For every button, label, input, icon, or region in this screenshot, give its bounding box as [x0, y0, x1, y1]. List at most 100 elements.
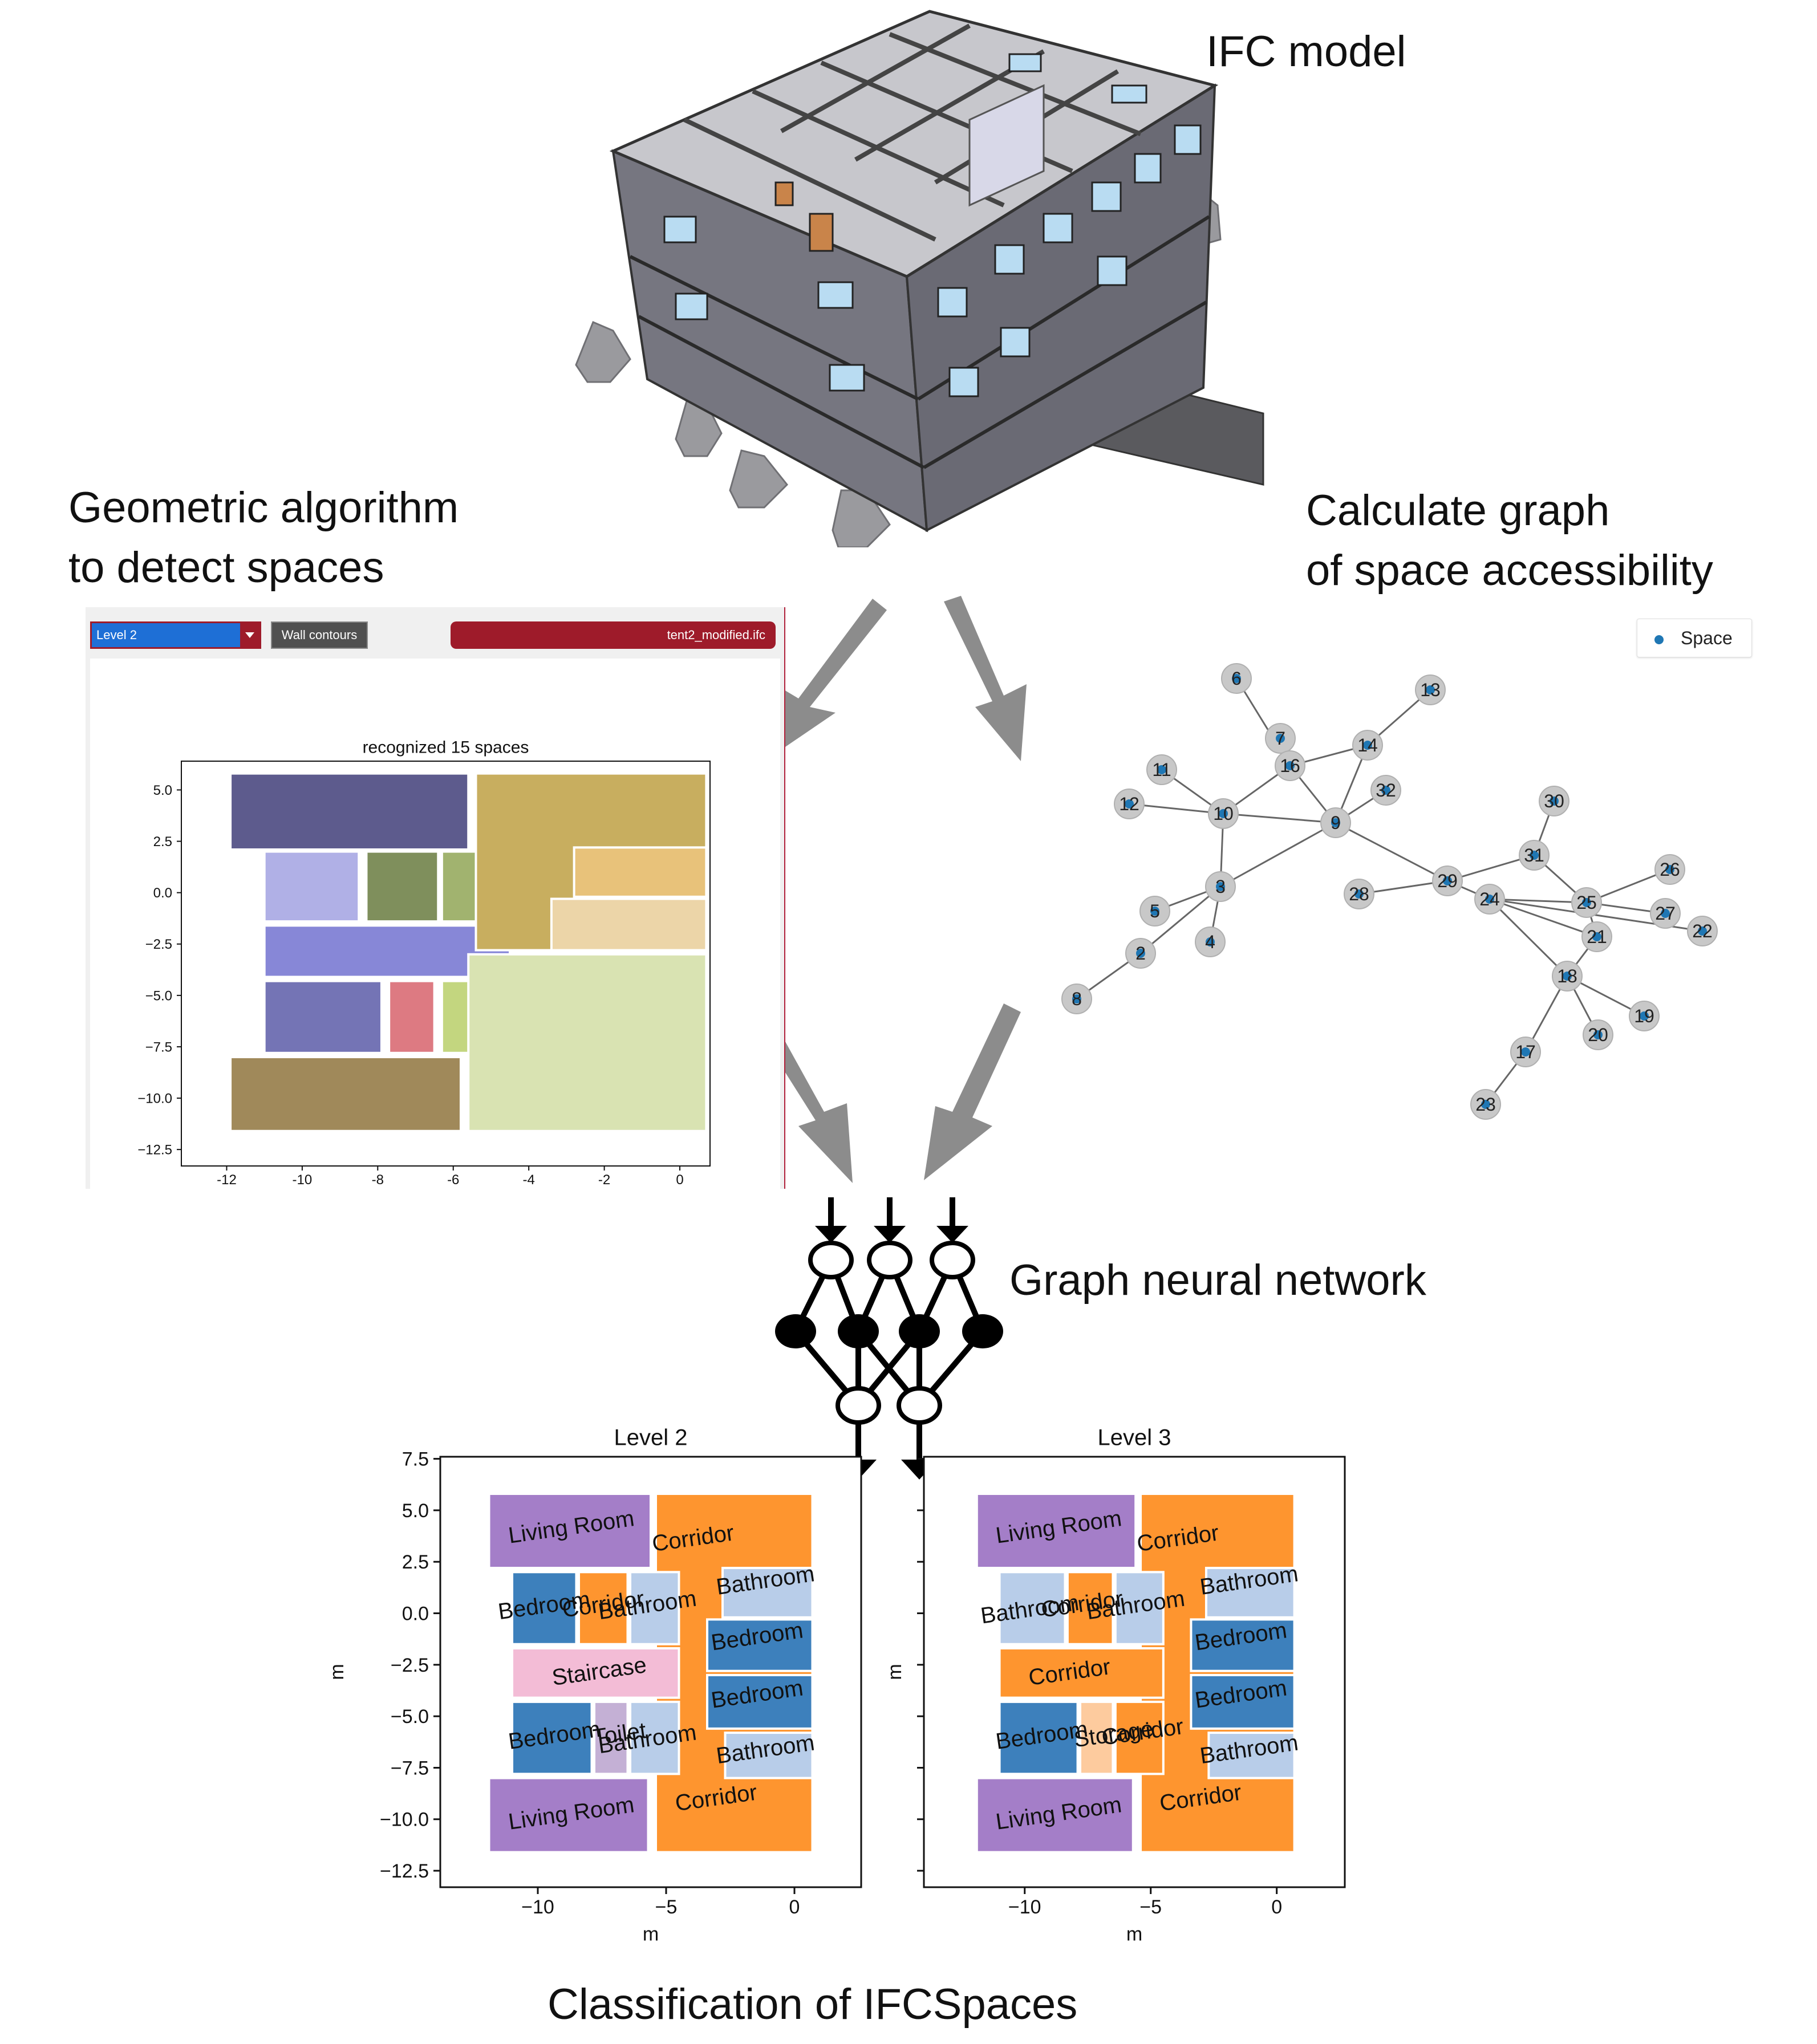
graph-node-marker: [1136, 949, 1145, 958]
space-rect: [578, 1571, 629, 1645]
graph-node-label: 8: [1072, 989, 1082, 1009]
x-tick-label: -6: [447, 1172, 459, 1188]
graph-node-label: 21: [1587, 926, 1607, 947]
legend-label: Space: [1681, 628, 1733, 648]
space-rect: [724, 1732, 814, 1779]
space-rect: [1114, 1700, 1165, 1775]
x-tick-label: -4: [522, 1172, 534, 1188]
space-rect: [229, 1055, 462, 1132]
plot-frame: [439, 1456, 862, 1888]
graph-node-marker: [1216, 882, 1225, 891]
graph-node-label: 7: [1275, 728, 1285, 749]
graph-edge: [1220, 822, 1336, 888]
graph-node-label: 28: [1349, 884, 1369, 904]
geometric-label-line2: to detect spaces: [68, 543, 384, 592]
space-rect: [655, 1493, 814, 1854]
graph-node-marker: [1331, 818, 1340, 827]
y-tick-label: 2.5: [153, 834, 172, 850]
graph-label-line1: Calculate graph: [1306, 486, 1610, 535]
graph-node-marker: [1592, 932, 1601, 941]
gnn-hidden-node: [775, 1314, 816, 1348]
y-axis-label: m: [884, 1664, 906, 1680]
graph-edge: [1489, 898, 1587, 904]
chevron-down-icon[interactable]: [240, 623, 259, 647]
space-rect: [629, 1700, 680, 1775]
space-rect: [998, 1571, 1066, 1645]
space-rect: [263, 850, 360, 923]
arrow-head-icon: [936, 1226, 968, 1243]
plot-frame: [923, 1456, 1346, 1888]
space-rect: [1139, 1493, 1296, 1854]
space-rect: [388, 980, 436, 1054]
geometric-label-line1: Geometric algorithm: [68, 483, 459, 532]
x-tick-label: -12: [217, 1172, 237, 1188]
graph-node-marker: [1072, 994, 1081, 1003]
y-tick-label: −2.5: [145, 937, 172, 952]
x-tick-label: −5: [1139, 1896, 1162, 1918]
gnn-input-node: [867, 1241, 912, 1279]
graph-node-marker: [1285, 761, 1295, 770]
level-select[interactable]: Level 2: [90, 621, 261, 649]
x-tick-label: −5: [655, 1896, 678, 1918]
graph-node-label: 3: [1215, 876, 1226, 897]
plot-frame: [181, 761, 711, 1167]
graph-node-marker: [1530, 851, 1539, 860]
y-tick-label: −5.0: [391, 1706, 429, 1728]
space-rect: [975, 1777, 1134, 1854]
wall-contours-button[interactable]: Wall contours: [271, 621, 368, 649]
graph-node-marker: [1481, 1100, 1490, 1109]
graph-node-marker: [1363, 741, 1372, 750]
graph-node-label: 6: [1231, 668, 1242, 689]
file-button[interactable]: tent2_modified.ifc: [451, 621, 776, 649]
graph-node-label: 4: [1205, 932, 1215, 952]
space-rect: [365, 850, 440, 923]
y-tick-label: 5.0: [153, 783, 172, 798]
graph-node-marker: [1485, 895, 1494, 904]
space-rect: [467, 953, 708, 1132]
graph-node-marker: [1381, 786, 1390, 795]
graph-node-label: 16: [1280, 755, 1300, 776]
arrow-head-icon: [815, 1226, 847, 1243]
graph-edge: [1489, 898, 1597, 938]
x-tick-label: −10: [521, 1896, 554, 1918]
space-detection-app: Level 2 Wall contours tent2_modified.ifc…: [86, 607, 785, 1189]
chart-title: recognized 15 spaces: [363, 738, 529, 757]
space-legend-marker: [1654, 635, 1664, 644]
graph-edge: [1335, 822, 1448, 882]
graph-node-label: 26: [1660, 859, 1680, 880]
graph-node-marker: [1640, 1011, 1649, 1021]
ifc-building-illustration: [575, 10, 1264, 547]
y-tick-label: −7.5: [391, 1757, 429, 1779]
graph-node-marker: [1219, 809, 1228, 818]
gnn-input-node: [808, 1241, 854, 1279]
y-tick-label: −12.5: [380, 1860, 429, 1882]
space-rect: [573, 846, 708, 898]
graph-node-marker: [1661, 909, 1670, 918]
graph-node-marker: [1150, 907, 1159, 916]
graph-node-marker: [1276, 734, 1285, 743]
space-rect: [1066, 1571, 1114, 1645]
gnn-hidden-node: [899, 1314, 940, 1348]
graph-node-label: 12: [1119, 794, 1139, 814]
space-rect: [511, 1647, 680, 1699]
space-rect: [1078, 1700, 1114, 1775]
space-rect: [1190, 1618, 1296, 1672]
space-rect: [263, 980, 383, 1054]
graph-node-marker: [1665, 865, 1674, 874]
chart-title: Level 2: [614, 1425, 688, 1450]
space-rect: [706, 1618, 814, 1672]
x-tick-label: -8: [372, 1172, 384, 1188]
graph-node-label: 13: [1420, 680, 1441, 700]
y-tick-label: 2.5: [402, 1551, 429, 1573]
graph-node-marker: [1206, 937, 1215, 946]
gnn-hidden-node: [838, 1314, 879, 1348]
x-axis-label: m: [643, 1924, 659, 1945]
space-rect: [488, 1777, 650, 1854]
graph-node-label: 29: [1437, 871, 1458, 891]
x-tick-label: -10: [293, 1172, 313, 1188]
arrow-head-icon: [874, 1226, 906, 1243]
y-tick-label: −10.0: [137, 1091, 172, 1106]
graph-node-label: 11: [1152, 759, 1171, 780]
